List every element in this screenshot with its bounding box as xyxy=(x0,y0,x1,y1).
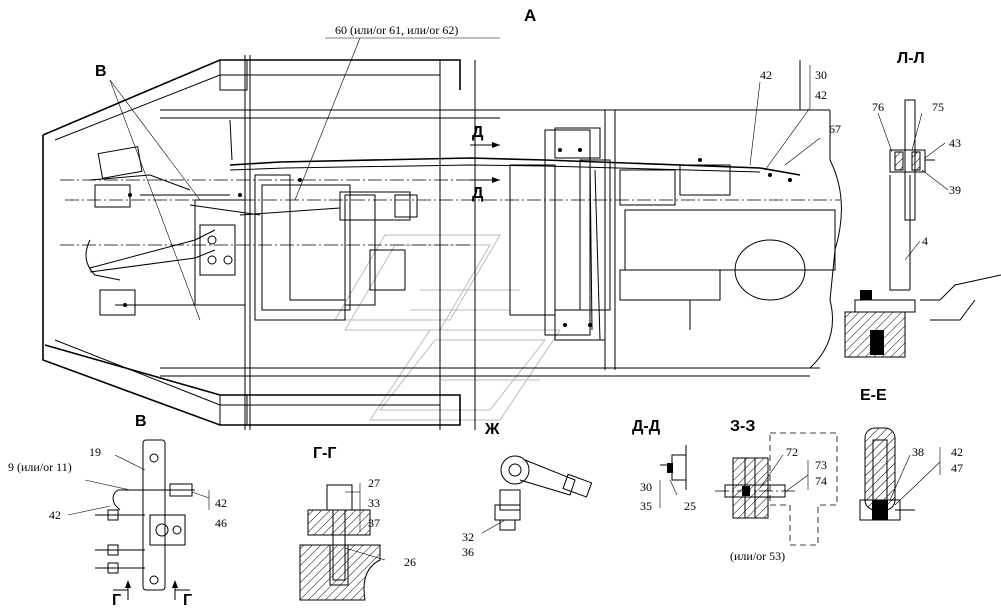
v-callout-42b: 42 xyxy=(215,496,227,510)
cable-run xyxy=(189,119,801,341)
dd-callout-25: 25 xyxy=(684,499,696,513)
view-zh-title: Ж xyxy=(484,421,500,438)
ll-callout-75: 75 xyxy=(932,100,944,114)
ll-callout-43: 43 xyxy=(949,136,961,150)
section-g-g-title: Г-Г xyxy=(313,445,336,462)
zh-callout-32: 32 xyxy=(462,530,474,544)
callout-60: 60 (или/or 61, или/or 62) xyxy=(335,23,458,37)
v-callout-9: 9 (или/or 11) xyxy=(8,460,72,474)
zz-callout-72: 72 xyxy=(786,445,798,459)
dd-callout-30: 30 xyxy=(640,480,652,494)
section-g-g: Г-Г 27 33 37 26 xyxy=(299,445,416,601)
dd-callout-35: 35 xyxy=(640,499,652,513)
gg-callout-27: 27 xyxy=(368,476,380,490)
section-d-d: Д-Д 30 35 25 xyxy=(632,418,696,513)
section-d-bottom-marker: Д xyxy=(472,185,484,202)
section-cut-d xyxy=(470,142,500,183)
ll-callout-39: 39 xyxy=(949,183,961,197)
main-view: А В 60 (или/or 61, или/or 62) 42 30 42 6… xyxy=(42,6,842,430)
cut-g-left: Г xyxy=(112,592,121,609)
zz-callout-73: 73 xyxy=(815,458,827,472)
fasteners xyxy=(123,148,792,327)
callout-42b: 42 xyxy=(815,88,827,102)
view-a-label: А xyxy=(524,6,536,25)
section-l-l-title: Л-Л xyxy=(897,50,925,67)
callout-42: 42 xyxy=(760,68,772,82)
detail-v: В 19 9 (или/or 11) 42 42 46 Г Г xyxy=(8,413,227,609)
section-d-top-marker: Д xyxy=(472,124,484,141)
zz-callout-74: 74 xyxy=(815,474,827,488)
section-l-l: Л-Л 76 75 43 39 4 xyxy=(844,50,1001,358)
v-callout-42a: 42 xyxy=(49,508,61,522)
section-z-z-title: З-З xyxy=(730,418,755,435)
cut-g-right: Г xyxy=(183,592,192,609)
section-d-d-title: Д-Д xyxy=(632,418,661,435)
ll-callout-4: 4 xyxy=(922,234,928,248)
gg-callout-37: 37 xyxy=(368,516,380,530)
watermark-logo xyxy=(334,234,561,421)
ee-callout-38: 38 xyxy=(912,445,924,459)
detail-v-title: В xyxy=(135,413,147,430)
gg-callout-33: 33 xyxy=(368,496,380,510)
zh-callout-36: 36 xyxy=(462,545,474,559)
callout-67: 67 xyxy=(829,122,841,136)
gg-callout-26: 26 xyxy=(404,555,416,569)
callout-30: 30 xyxy=(815,68,827,82)
view-zh: Ж 32 36 xyxy=(462,421,593,559)
v-callout-46: 46 xyxy=(215,516,227,530)
section-v-marker: В xyxy=(95,63,107,80)
section-e-e-title: Е-Е xyxy=(860,387,887,404)
zz-callout-53: (или/or 53) xyxy=(730,549,785,563)
ee-callout-42: 42 xyxy=(951,445,963,459)
transmission xyxy=(509,127,836,341)
section-e-e: Е-Е 38 42 47 xyxy=(859,387,963,521)
section-z-z: З-З 72 73 74 (или/or 53) xyxy=(715,418,838,563)
ll-callout-76: 76 xyxy=(872,100,884,114)
v-callout-19: 19 xyxy=(89,445,101,459)
ee-callout-47: 47 xyxy=(951,461,963,475)
pedal-cluster xyxy=(85,146,236,316)
leader-lines xyxy=(109,37,821,321)
engine-block xyxy=(194,174,418,321)
